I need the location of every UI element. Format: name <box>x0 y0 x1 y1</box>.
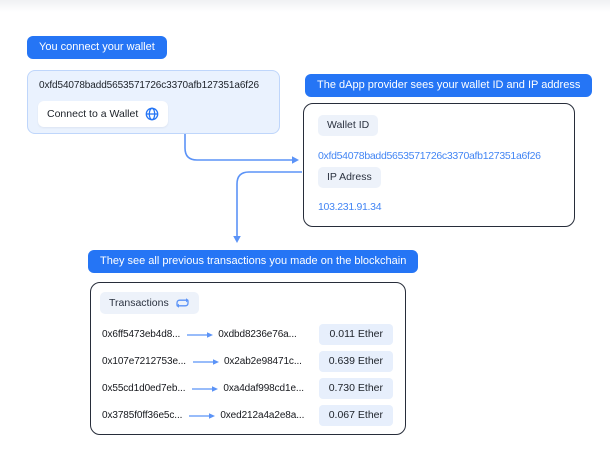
right-arrow-icon <box>189 412 216 419</box>
right-arrow-icon <box>187 331 214 338</box>
right-arrow-icon <box>192 385 219 392</box>
top-fade-divider <box>0 0 610 12</box>
transaction-row: 0x107e7212753e... 0x2ab2e98471c... 0.639… <box>91 348 405 375</box>
transactions-title: Transactions <box>109 296 169 309</box>
tx-from-hash: 0x107e7212753e... <box>102 356 186 367</box>
tx-to-hash: 0xed212a4a2e8a... <box>220 410 305 421</box>
transactions-panel: Transactions 0x6ff5473eb4d8... 0xdbd8236… <box>90 282 406 435</box>
transactions-list: 0x6ff5473eb4d8... 0xdbd8236e76a... 0.011… <box>91 321 405 429</box>
tx-amount-badge: 0.067 Ether <box>318 405 393 426</box>
transaction-row: 0x6ff5473eb4d8... 0xdbd8236e76a... 0.011… <box>91 321 405 348</box>
transaction-row: 0x55cd1d0ed7eb... 0xa4daf998cd1e... 0.73… <box>91 375 405 402</box>
step2-badge: The dApp provider sees your wallet ID an… <box>305 74 593 97</box>
tx-to-hash: 0x2ab2e98471c... <box>223 356 302 367</box>
ip-address-label-chip: IP Adress <box>318 167 381 188</box>
wallet-id-label-chip: Wallet ID <box>318 115 379 136</box>
connect-wallet-button-label: Connect to a Wallet <box>47 108 139 120</box>
tx-from-hash: 0x6ff5473eb4d8... <box>102 329 181 340</box>
transaction-row: 0x3785f0ff36e5c... 0xed212a4a2e8a... 0.0… <box>91 402 405 429</box>
dapp-panel: Wallet ID 0xfd54078badd5653571726c3370af… <box>303 103 575 227</box>
wallet-id-value: 0xfd54078badd5653571726c3370afb127351a6f… <box>318 150 541 162</box>
step1-badge: You connect your wallet <box>27 36 167 59</box>
tx-amount-badge: 0.011 Ether <box>319 324 393 345</box>
tx-to-hash: 0xdbd8236e76a... <box>218 329 297 340</box>
tx-from-hash: 0x55cd1d0ed7eb... <box>102 383 186 394</box>
right-arrow-icon <box>192 358 219 365</box>
tx-from-hash: 0x3785f0ff36e5c... <box>102 410 183 421</box>
ip-address-value: 103.231.91.34 <box>318 201 382 213</box>
step3-badge: They see all previous transactions you m… <box>88 250 419 273</box>
globe-icon <box>145 107 159 121</box>
connect-wallet-button[interactable]: Connect to a Wallet <box>38 101 169 127</box>
wallet-panel: 0xfd54078badd5653571726c3370afb127351a6f… <box>27 70 280 134</box>
swap-arrows-icon[interactable] <box>175 297 190 309</box>
transactions-header-chip: Transactions <box>100 292 199 314</box>
wallet-address-text: 0xfd54078badd5653571726c3370afb127351a6f… <box>39 80 259 91</box>
tx-amount-badge: 0.730 Ether <box>318 378 393 399</box>
tx-amount-badge: 0.639 Ether <box>318 351 393 372</box>
tx-to-hash: 0xa4daf998cd1e... <box>223 383 304 394</box>
